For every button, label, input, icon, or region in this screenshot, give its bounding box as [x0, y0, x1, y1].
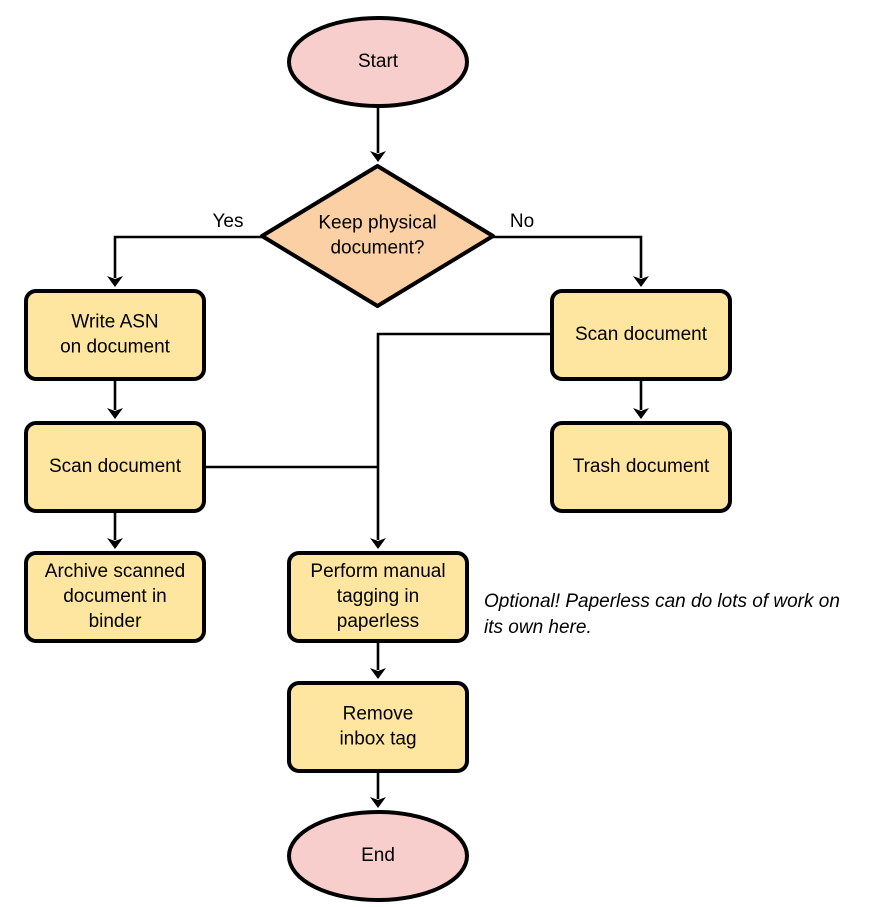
node-label: End: [361, 845, 395, 866]
decision-shape[interactable]: [260, 164, 495, 308]
node-archive-binder[interactable]: Archive scanned document in binder: [24, 551, 206, 643]
node-label: Perform manual: [310, 561, 445, 582]
node-label: inbox tag: [339, 729, 416, 750]
node-label: Trash document: [573, 456, 710, 477]
process-shape[interactable]: [550, 421, 732, 513]
annotation-optional-note: Optional! Paperless can do lots of work …: [484, 591, 840, 638]
edge-remove-inbox-to-end: [370, 771, 386, 808]
node-manual-tagging[interactable]: Perform manual tagging in paperless: [287, 551, 469, 643]
edges-layer: Yes No: [107, 106, 649, 808]
arrowhead-icon: [370, 668, 386, 679]
node-label: Start: [358, 51, 399, 72]
node-label: binder: [89, 611, 142, 632]
edge-line: [113, 235, 262, 278]
arrowhead-icon: [107, 408, 123, 419]
node-label: tagging in: [337, 586, 419, 607]
edge-tagging-to-remove-inbox: [370, 641, 386, 679]
node-label: Remove: [343, 704, 414, 725]
arrowhead-icon: [370, 151, 386, 162]
arrowhead-icon: [370, 538, 386, 549]
arrowhead-icon: [107, 538, 123, 549]
process-shape[interactable]: [550, 289, 732, 381]
edge-write-asn-to-scan-left: [107, 379, 123, 419]
edge-line: [493, 235, 643, 278]
node-remove-inbox[interactable]: Remove inbox tag: [287, 681, 469, 773]
annotations-layer: Optional! Paperless can do lots of work …: [484, 591, 840, 638]
edge-scan-left-to-archive: [107, 511, 123, 549]
node-keep-physical[interactable]: Keep physical document?: [260, 164, 495, 308]
process-shape[interactable]: [287, 681, 469, 773]
node-trash[interactable]: Trash document: [550, 421, 732, 513]
node-label: document in: [63, 586, 167, 607]
arrowhead-icon: [107, 276, 123, 287]
edge-label-no: No: [510, 211, 534, 232]
node-label: document?: [330, 238, 424, 259]
node-label: Scan document: [575, 324, 708, 345]
annotation-line: its own here.: [484, 617, 592, 638]
node-label: Write ASN: [71, 312, 158, 333]
process-shape[interactable]: [287, 551, 469, 643]
arrowhead-icon: [633, 408, 649, 419]
edge-decision-to-scan-right: No: [493, 211, 649, 287]
node-scan-right[interactable]: Scan document: [550, 289, 732, 381]
node-label: paperless: [337, 611, 419, 632]
node-label: Keep physical: [318, 213, 436, 234]
edge-scan-right-to-trash: [633, 379, 649, 419]
process-shape[interactable]: [24, 551, 206, 643]
edge-scan-right-to-tagging: [370, 332, 552, 549]
edge-decision-to-write-asn: Yes: [107, 211, 262, 287]
node-label: Archive scanned: [45, 561, 185, 582]
annotation-line: Optional! Paperless can do lots of work …: [484, 591, 840, 612]
node-write-asn[interactable]: Write ASN on document: [24, 289, 206, 381]
arrowhead-icon: [370, 797, 386, 808]
process-shape[interactable]: [24, 421, 206, 513]
node-end[interactable]: End: [287, 810, 469, 902]
edge-line: [376, 332, 552, 540]
node-start[interactable]: Start: [287, 16, 469, 108]
node-label: on document: [60, 337, 171, 358]
node-scan-left[interactable]: Scan document: [24, 421, 206, 513]
edge-start-to-decision: [370, 106, 386, 162]
node-label: Scan document: [49, 456, 182, 477]
edge-label-yes: Yes: [213, 211, 244, 232]
process-shape[interactable]: [24, 289, 206, 381]
arrowhead-icon: [633, 276, 649, 287]
terminator-shape[interactable]: [287, 810, 469, 902]
terminator-shape[interactable]: [287, 16, 469, 108]
